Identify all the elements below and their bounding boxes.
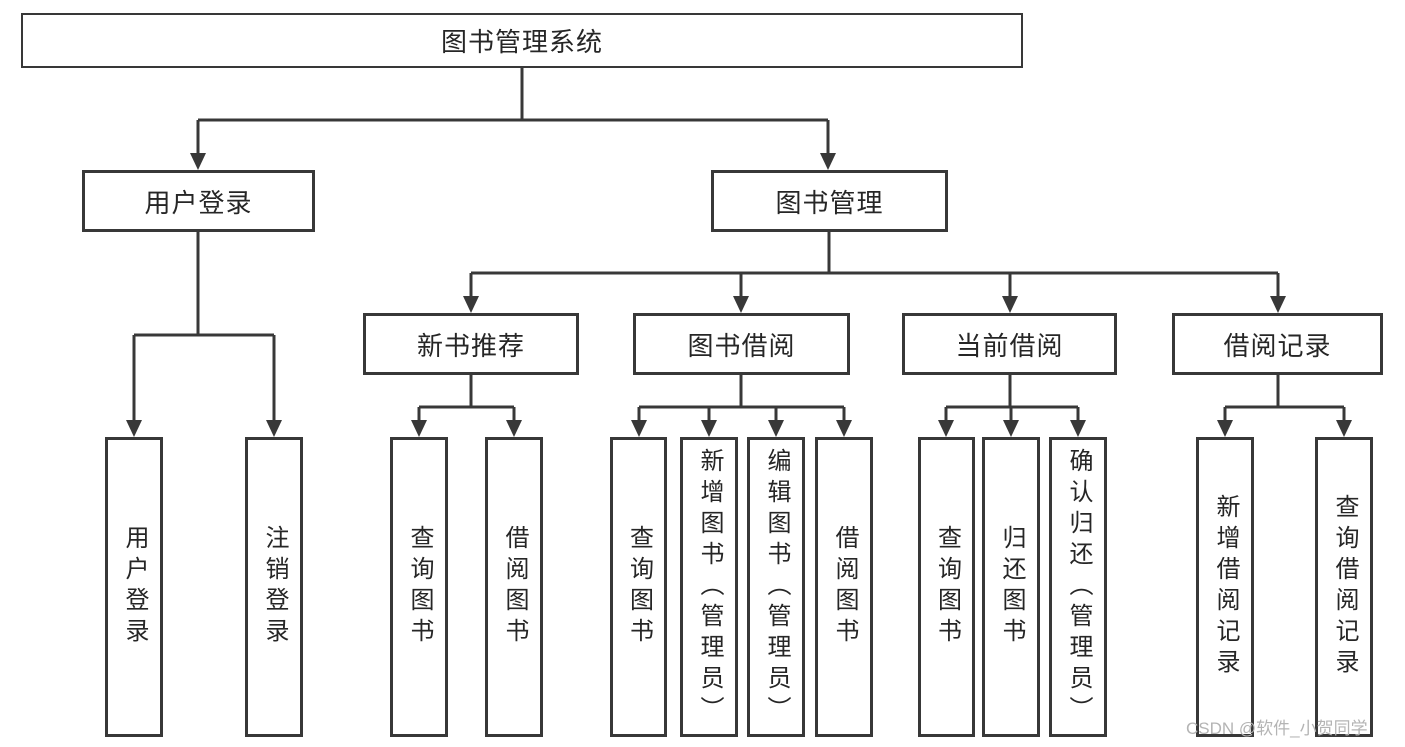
leaf-return-books: 归还图书	[982, 437, 1040, 737]
leaf-logout: 注销登录	[245, 437, 303, 737]
leaf-edit-book-admin: 编辑图书（管理员）	[747, 437, 805, 737]
leaf-add-borrow-record: 新增借阅记录	[1196, 437, 1254, 737]
node-new-book-recommend: 新书推荐	[363, 313, 579, 375]
leaf-add-book-admin: 新增图书（管理员）	[680, 437, 738, 737]
leaf-borrow-query-books-label: 查询图书	[625, 525, 653, 649]
node-root-label: 图书管理系统	[440, 27, 603, 57]
leaf-return-books-label: 归还图书	[998, 525, 1025, 649]
node-root: 图书管理系统	[21, 13, 1023, 68]
connector-new-book-recommend	[411, 375, 522, 437]
node-borrow-records: 借阅记录	[1172, 313, 1383, 375]
leaf-query-borrow-record-label: 查询借阅记录	[1331, 494, 1358, 680]
leaf-recommend-borrow-books: 借阅图书	[485, 437, 543, 737]
node-user-login-label: 用户登录	[144, 187, 253, 218]
node-current-borrow-label: 当前借阅	[955, 330, 1064, 361]
leaf-confirm-return-admin: 确认归还（管理员）	[1049, 437, 1107, 737]
leaf-recommend-borrow-books-label: 借阅图书	[501, 525, 528, 649]
leaf-borrow-books: 借阅图书	[815, 437, 873, 737]
connector-root	[190, 68, 836, 170]
leaf-add-book-admin-label: 新增图书（管理员）	[696, 447, 723, 727]
connector-user-login	[126, 232, 282, 437]
watermark: CSDN @软件_小贺同学	[1186, 719, 1368, 738]
leaf-logout-label: 注销登录	[261, 525, 288, 649]
leaf-query-borrow-record: 查询借阅记录	[1315, 437, 1373, 737]
connector-book-borrow	[631, 375, 852, 437]
node-current-borrow: 当前借阅	[902, 313, 1117, 375]
leaf-recommend-query-books: 查询图书	[390, 437, 448, 737]
connector-book-management	[463, 232, 1286, 313]
node-book-management-label: 图书管理	[775, 187, 884, 218]
node-user-login: 用户登录	[82, 170, 315, 232]
leaf-confirm-return-admin-label: 确认归还（管理员）	[1065, 447, 1092, 727]
leaf-recommend-query-books-label: 查询图书	[406, 525, 433, 649]
leaf-user-login-label: 用户登录	[121, 525, 148, 649]
node-book-borrow-label: 图书借阅	[687, 330, 796, 361]
connector-borrow-records	[1217, 375, 1352, 437]
leaf-borrow-query-books: 查询图书	[610, 437, 667, 737]
leaf-user-login: 用户登录	[105, 437, 163, 737]
node-book-borrow: 图书借阅	[633, 313, 850, 375]
node-new-book-recommend-label: 新书推荐	[416, 330, 525, 361]
leaf-current-query-books-label: 查询图书	[933, 525, 961, 649]
leaf-current-query-books: 查询图书	[918, 437, 975, 737]
node-book-management: 图书管理	[711, 170, 948, 232]
leaf-add-borrow-record-label: 新增借阅记录	[1212, 494, 1239, 680]
connector-current-borrow	[938, 375, 1086, 437]
node-borrow-records-label: 借阅记录	[1223, 330, 1332, 361]
leaf-edit-book-admin-label: 编辑图书（管理员）	[763, 447, 790, 727]
leaf-borrow-books-label: 借阅图书	[831, 525, 858, 649]
